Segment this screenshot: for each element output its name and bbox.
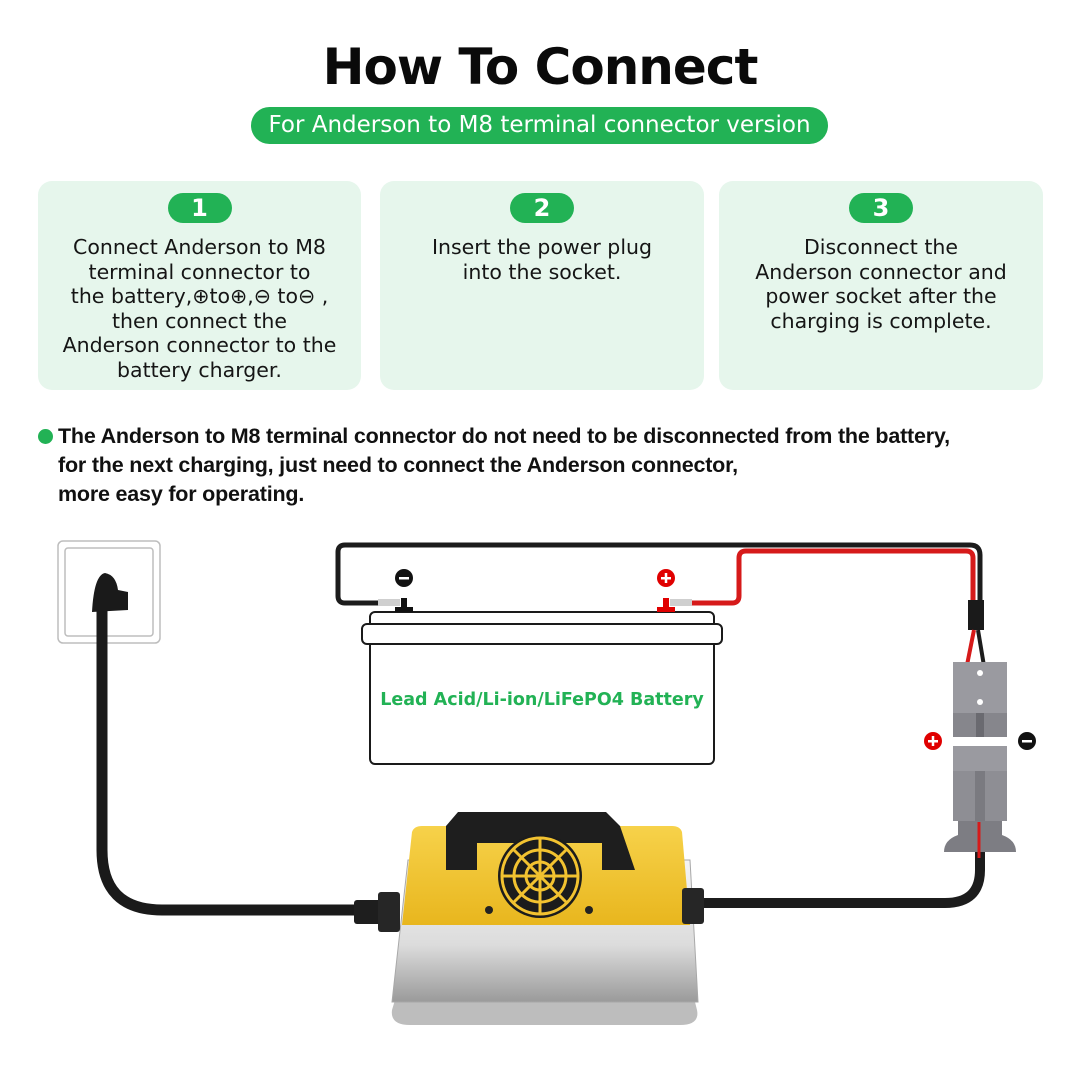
step-number-badge: 2 — [510, 193, 574, 223]
power-plug — [92, 573, 128, 612]
note-line: The Anderson to M8 terminal connector do… — [58, 424, 950, 448]
negative-battery-wire — [335, 542, 983, 606]
battery — [361, 598, 723, 765]
charger-dc-cable — [700, 852, 985, 908]
step-card-2: 2 Insert the power plug into the socket. — [380, 181, 704, 390]
positive-battery-wire — [690, 548, 976, 606]
battery-charger — [354, 812, 704, 1025]
anderson-plus-icon — [924, 732, 942, 750]
note-line: more easy for operating. — [58, 482, 305, 506]
page-title: How To Connect — [322, 38, 759, 96]
battery-minus-icon — [395, 569, 413, 587]
step-number-badge: 1 — [167, 193, 232, 223]
battery-positive-terminal — [657, 598, 675, 612]
step-text: Connect Anderson to M8 terminal connecto… — [62, 235, 337, 382]
battery-negative-terminal — [395, 598, 413, 612]
version-subtitle-badge: For Anderson to M8 terminal connector ve… — [251, 107, 828, 144]
note-line: for the next charging, just need to conn… — [58, 453, 738, 477]
battery-plus-icon — [657, 569, 675, 587]
step-text: Disconnect the Anderson connector and po… — [755, 235, 1007, 333]
anderson-connector — [944, 662, 1016, 852]
battery-type-label: Lead Acid/Li-ion/LiFePO4 Battery — [380, 690, 704, 710]
anderson-minus-icon — [1018, 732, 1036, 750]
ac-power-cord — [96, 594, 366, 916]
bullet-dot-icon — [38, 429, 53, 444]
step-text: Insert the power plug into the socket. — [431, 235, 653, 284]
step-card-3: 3 Disconnect the Anderson connector and … — [719, 181, 1043, 390]
step-number-badge: 3 — [849, 193, 913, 223]
step-card-1: 1 Connect Anderson to M8 terminal connec… — [38, 181, 361, 390]
connection-diagram — [57, 540, 1036, 1025]
